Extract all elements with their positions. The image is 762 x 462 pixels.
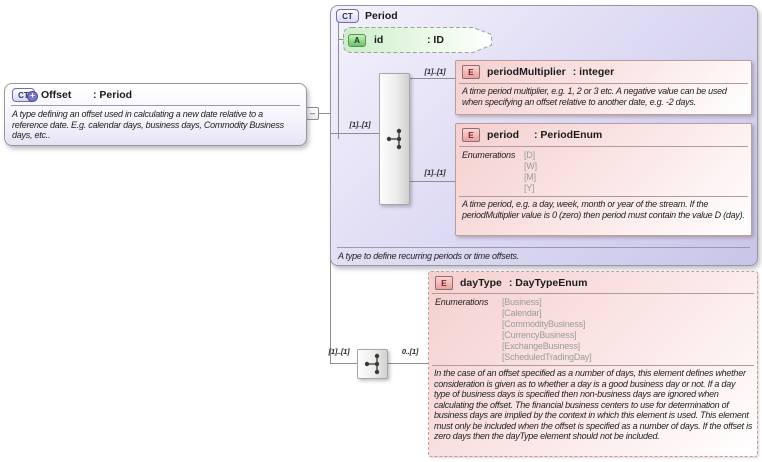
derived-plus-icon: + [27, 90, 38, 102]
cardinality-label: 0..[1] [401, 347, 419, 356]
period-footer-description: A type to define recurring periods or ti… [338, 251, 520, 261]
connector-line [331, 133, 379, 134]
cardinality-label: [1]..[1] [424, 168, 446, 177]
element-period[interactable]: E period : PeriodEnum Enumerations [D] [… [455, 123, 752, 236]
enumeration-value: [D] [524, 150, 535, 160]
connector-line [330, 363, 358, 364]
connector-line [318, 113, 331, 114]
sequence-icon [386, 128, 401, 150]
enumeration-values: [Business] [Calendar] [CommodityBusiness… [502, 297, 592, 363]
enumeration-value: [ExchangeBusiness] [502, 341, 580, 351]
enumeration-values: [D] [W] [M] [Y] [524, 150, 537, 194]
element-name: dayType [460, 277, 502, 289]
element-type: : DayTypeEnum [508, 277, 588, 289]
cardinality-label: [1]..[1] [328, 347, 350, 356]
divider [459, 83, 748, 84]
enumerations-block: Enumerations [Business] [Calendar] [Comm… [429, 294, 757, 364]
element-description: A time period, e.g. a day, week, month o… [462, 199, 745, 220]
sequence-compositor-bar[interactable] [379, 73, 410, 205]
offset-description: A type defining an offset used in calcul… [12, 109, 284, 141]
enumerations-label: Enumerations [435, 297, 489, 307]
cardinality-label: [1]..[1] [424, 67, 446, 76]
attribute-type: : ID [427, 34, 444, 46]
cardinality-label: [1]..[1] [349, 120, 371, 129]
period-type-box[interactable]: [1]..[1] [1]..[1] [1]..[1] CT Period [330, 5, 758, 266]
element-name: period [487, 129, 520, 141]
connector-line [338, 22, 339, 139]
element-period-multiplier[interactable]: E periodMultiplier : integer A time peri… [455, 60, 752, 115]
element-icon: E [462, 65, 480, 79]
element-header: E period : PeriodEnum [456, 124, 751, 145]
enumeration-value: [Y] [524, 183, 535, 193]
complex-type-icon: CT [336, 9, 359, 23]
enumerations-block: Enumerations [D] [W] [M] [Y] [456, 147, 751, 195]
element-name: periodMultiplier [487, 66, 566, 78]
element-header: E dayType : DayTypeEnum [429, 272, 757, 292]
period-type-header: CT Period [331, 6, 757, 23]
connector-line [407, 181, 455, 182]
sequence-icon [364, 353, 379, 375]
enumeration-value: [CommodityBusiness] [502, 319, 586, 329]
element-type: : PeriodEnum [534, 129, 603, 141]
divider [337, 247, 750, 248]
element-header: E periodMultiplier : integer [456, 61, 751, 82]
attribute-name: id [374, 34, 384, 46]
element-icon: E [462, 128, 480, 142]
connector-line [338, 39, 344, 40]
divider [459, 146, 748, 147]
divider [432, 365, 754, 366]
element-description: A time period multiplier, e.g. 1, 2 or 3… [462, 86, 727, 107]
element-description: In the case of an offset specified as a … [434, 368, 753, 441]
offset-type-box[interactable]: CT + Offset : Period A type defining an … [4, 83, 307, 146]
complex-type-icon: CT + [12, 88, 38, 102]
attribute-id-tag[interactable]: A id : ID [343, 27, 493, 53]
enumeration-value: [Calendar] [502, 308, 542, 318]
enumeration-value: [ScheduledTradingDay] [502, 352, 592, 362]
divider [11, 105, 300, 106]
period-type-name: Period [365, 10, 398, 22]
sequence-compositor-box[interactable] [357, 349, 388, 379]
enumeration-value: [CurrencyBusiness] [502, 330, 577, 340]
offset-base-type: : Period [93, 89, 133, 101]
connector-line [386, 363, 428, 364]
offset-type-header: CT + Offset : Period [5, 84, 306, 104]
enumeration-value: [M] [524, 172, 536, 182]
element-type: : integer [572, 66, 615, 78]
offset-type-name: Offset [41, 89, 72, 101]
attribute-tag-shape [343, 27, 492, 53]
collapse-icon[interactable]: – [306, 107, 319, 120]
enumerations-label: Enumerations [462, 150, 516, 160]
element-icon: E [435, 276, 453, 290]
attribute-icon: A [348, 33, 366, 47]
element-day-type[interactable]: E dayType : DayTypeEnum Enumerations [Bu… [428, 271, 758, 457]
connector-line [407, 78, 455, 79]
enumeration-value: [Business] [502, 297, 542, 307]
divider [432, 293, 754, 294]
divider [459, 196, 748, 197]
enumeration-value: [W] [524, 161, 537, 171]
